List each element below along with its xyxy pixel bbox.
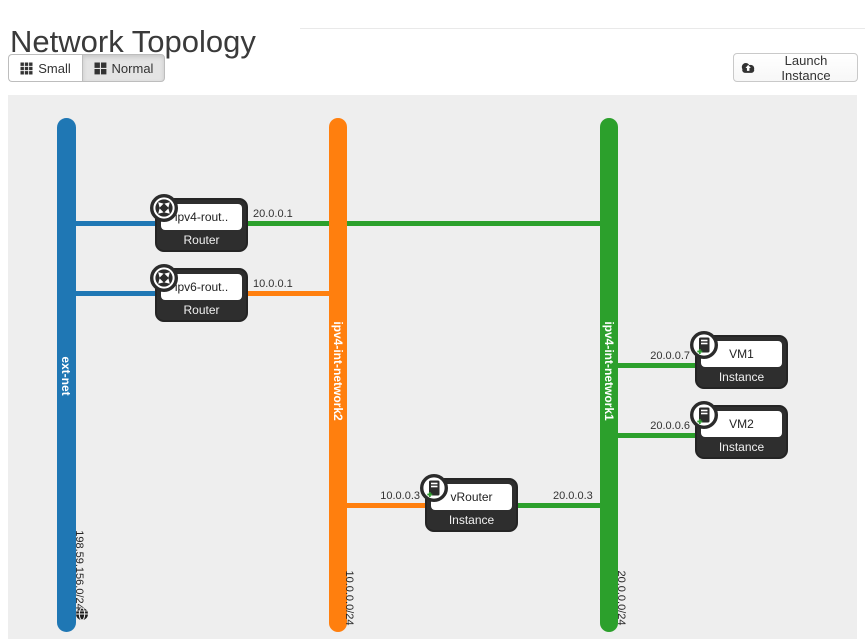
device-type: Router xyxy=(183,303,220,317)
device-type: Instance xyxy=(718,370,765,384)
router-icon xyxy=(149,193,179,223)
link-ipv6router-network2 xyxy=(243,291,343,296)
device-node-vm1[interactable]: VM1 Instance xyxy=(689,330,788,389)
size-toggle-group: Small Normal xyxy=(8,54,165,82)
network-bar-ipv4-int-network2[interactable] xyxy=(329,118,347,632)
link-network1-vm1 xyxy=(606,363,699,368)
port-ip-vm2: 20.0.0.6 xyxy=(650,420,690,432)
instance-icon xyxy=(419,473,449,503)
launch-instance-label: Launch Instance xyxy=(781,52,831,83)
port-ip-vrouter-left: 10.0.0.3 xyxy=(380,490,420,502)
subnet-cidr-network1: 20.0.0.0/24 xyxy=(615,570,627,626)
device-type: Router xyxy=(183,233,220,247)
link-network1-vm2 xyxy=(606,433,699,438)
link-network2-vrouter xyxy=(338,503,433,508)
device-node-vm2[interactable]: VM2 Instance xyxy=(689,400,788,459)
subnet-cidr-network2: 10.0.0.0/24 xyxy=(343,570,355,626)
size-toggle-normal-label: Normal xyxy=(111,60,154,76)
size-toggle-small-label: Small xyxy=(38,60,71,76)
port-ip-vrouter-right: 20.0.0.3 xyxy=(553,490,593,502)
port-ip-vm1: 20.0.0.7 xyxy=(650,350,690,362)
device-node-vrouter[interactable]: vRouter Instance xyxy=(419,473,518,532)
link-vrouter-network1 xyxy=(513,503,613,508)
port-ip-ipv4router: 20.0.0.1 xyxy=(253,208,293,220)
network-bar-ext-net[interactable] xyxy=(57,118,76,632)
router-icon xyxy=(149,263,179,293)
launch-instance-button[interactable]: Launch Instance xyxy=(733,52,858,83)
network-name-ipv4-int-network1: ipv4-int-network1 xyxy=(602,321,616,421)
link-extnet-ipv4router xyxy=(66,221,171,226)
grid-normal-icon xyxy=(94,62,107,75)
port-ip-ipv6router: 10.0.0.1 xyxy=(253,278,293,290)
topology-canvas: ext-net ipv4-int-network2 ipv4-int-netwo… xyxy=(8,95,857,639)
network-name-ext-net: ext-net xyxy=(59,356,73,396)
page-title: Network Topology xyxy=(10,23,256,59)
instance-icon xyxy=(689,400,719,430)
device-type: Instance xyxy=(718,440,765,454)
size-toggle-small[interactable]: Small xyxy=(8,54,82,82)
header-divider xyxy=(300,28,865,29)
instance-icon xyxy=(689,330,719,360)
grid-small-icon xyxy=(20,62,33,75)
device-node-ipv4-router[interactable]: ipv4-rout.. Router xyxy=(149,193,248,252)
link-ipv4router-network1 xyxy=(243,221,613,226)
device-type: Instance xyxy=(448,513,495,527)
network-bar-ipv4-int-network1[interactable] xyxy=(600,118,618,632)
link-extnet-ipv6router xyxy=(66,291,171,296)
external-network-globe-icon xyxy=(75,607,89,621)
subnet-cidr-ext-net: 198.59.156.0/24 xyxy=(73,530,85,610)
cloud-upload-icon xyxy=(740,61,756,74)
device-node-ipv6-router[interactable]: ipv6-rout.. Router xyxy=(149,263,248,322)
network-name-ipv4-int-network2: ipv4-int-network2 xyxy=(331,321,345,421)
size-toggle-normal[interactable]: Normal xyxy=(82,54,165,82)
